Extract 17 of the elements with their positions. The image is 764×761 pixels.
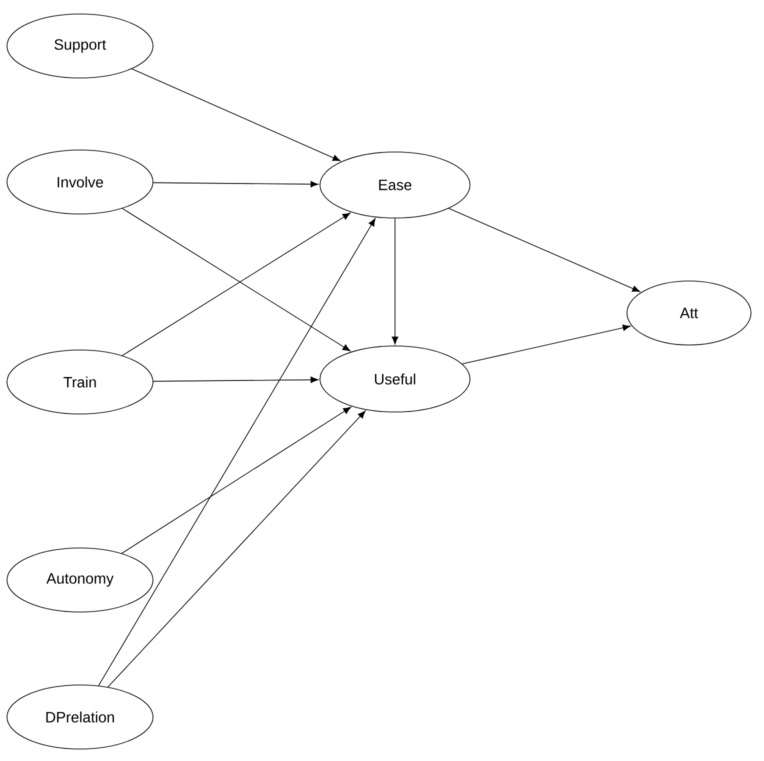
ellipse-node: Att [626,280,752,346]
arrow [121,406,352,554]
arrow [152,181,318,188]
arrow [98,218,376,686]
arrow [152,376,318,383]
ellipse-node: Support [6,14,154,78]
ellipse-node: Autonomy [6,548,154,612]
arrow [392,218,398,344]
arrow [132,68,341,162]
ellipse-node: Ease [320,152,470,218]
ellipse-node: Useful [320,346,470,412]
arrow [448,208,640,292]
arrow [108,410,366,688]
ellipse-node: DPrelation [6,684,154,750]
ellipse-node: Train [6,350,154,414]
arrow [462,324,631,364]
ellipse-node: Involve [6,150,154,214]
